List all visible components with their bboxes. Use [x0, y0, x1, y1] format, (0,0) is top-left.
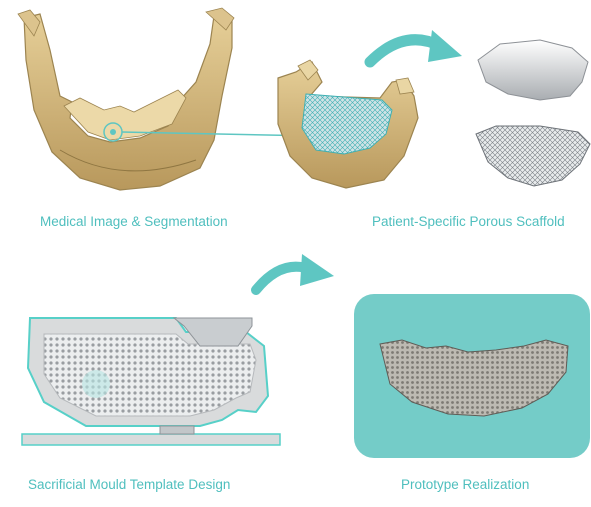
segmented-jaw: [278, 60, 418, 188]
scaffold-porous: [476, 126, 590, 186]
curved-arrow-icon: [256, 254, 334, 290]
caption-porous-scaffold: Patient-Specific Porous Scaffold: [372, 214, 565, 229]
caption-mould-template: Sacrificial Mould Template Design: [28, 477, 230, 492]
curved-arrow-icon: [370, 30, 462, 62]
caption-medical-image: Medical Image & Segmentation: [40, 214, 228, 229]
scaffold-solid: [478, 40, 588, 100]
caption-prototype: Prototype Realization: [401, 477, 529, 492]
mould-template: [22, 318, 280, 445]
prototype-panel: [354, 294, 590, 458]
mandible-model: [18, 8, 234, 190]
